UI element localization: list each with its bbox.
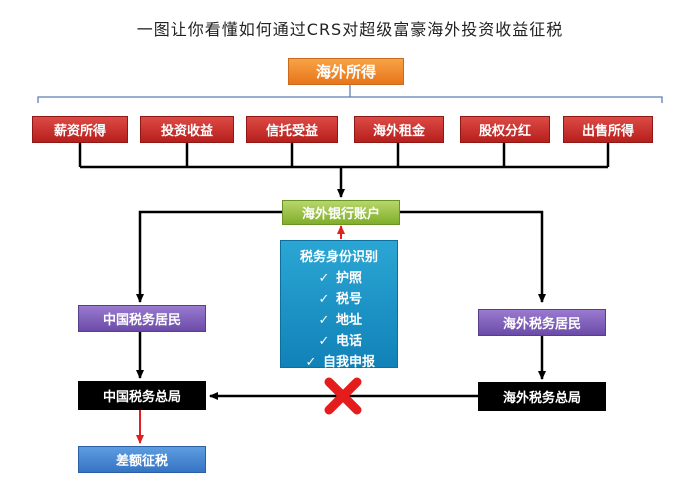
- overseas-tax-bureau-box: 海外税务总局: [478, 382, 606, 411]
- arrow-to-overseas-resident: [400, 210, 546, 303]
- list-item: ✓电话: [281, 331, 397, 352]
- overseas-income-box: 海外所得: [288, 58, 404, 85]
- overseas-bank-account-box: 海外银行账户: [282, 200, 400, 225]
- income-item-rent: 海外租金: [354, 116, 444, 143]
- china-tax-resident-box: 中国税务居民: [78, 305, 206, 332]
- top-bracket: [37, 96, 663, 103]
- overseas-tax-resident-box: 海外税务居民: [478, 309, 606, 336]
- check-icon: ✓: [318, 271, 330, 286]
- check-icon: ✓: [318, 334, 330, 349]
- income-item-dividend: 股权分红: [460, 116, 550, 143]
- china-tax-bureau-box: 中国税务总局: [78, 381, 206, 410]
- income-item-trust: 信托受益: [246, 116, 338, 143]
- income-item-investment: 投资收益: [140, 116, 234, 143]
- income-item-sale: 出售所得: [563, 116, 653, 143]
- income-connectors: [78, 143, 610, 169]
- check-icon: ✓: [305, 355, 317, 370]
- list-item: ✓护照: [281, 268, 397, 289]
- cross-icon: [324, 377, 362, 415]
- tax-identity-title: 税务身份识别: [299, 250, 378, 265]
- list-item: ✓自我申报: [281, 352, 397, 373]
- check-icon: ✓: [318, 313, 330, 328]
- tax-identity-list: ✓护照 ✓税号 ✓地址 ✓电话 ✓自我申报: [281, 268, 397, 373]
- income-item-salary: 薪资所得: [32, 116, 128, 143]
- list-item: ✓地址: [281, 310, 397, 331]
- arrow-to-china-resident: [136, 210, 282, 303]
- difference-tax-box: 差额征税: [78, 446, 206, 473]
- list-item: ✓税号: [281, 289, 397, 310]
- tax-identity-box: 税务身份识别 ✓护照 ✓税号 ✓地址 ✓电话 ✓自我申报: [280, 240, 398, 370]
- check-icon: ✓: [318, 292, 330, 307]
- diagram-title: 一图让你看懂如何通过CRS对超级富豪海外投资收益征税: [136, 20, 564, 39]
